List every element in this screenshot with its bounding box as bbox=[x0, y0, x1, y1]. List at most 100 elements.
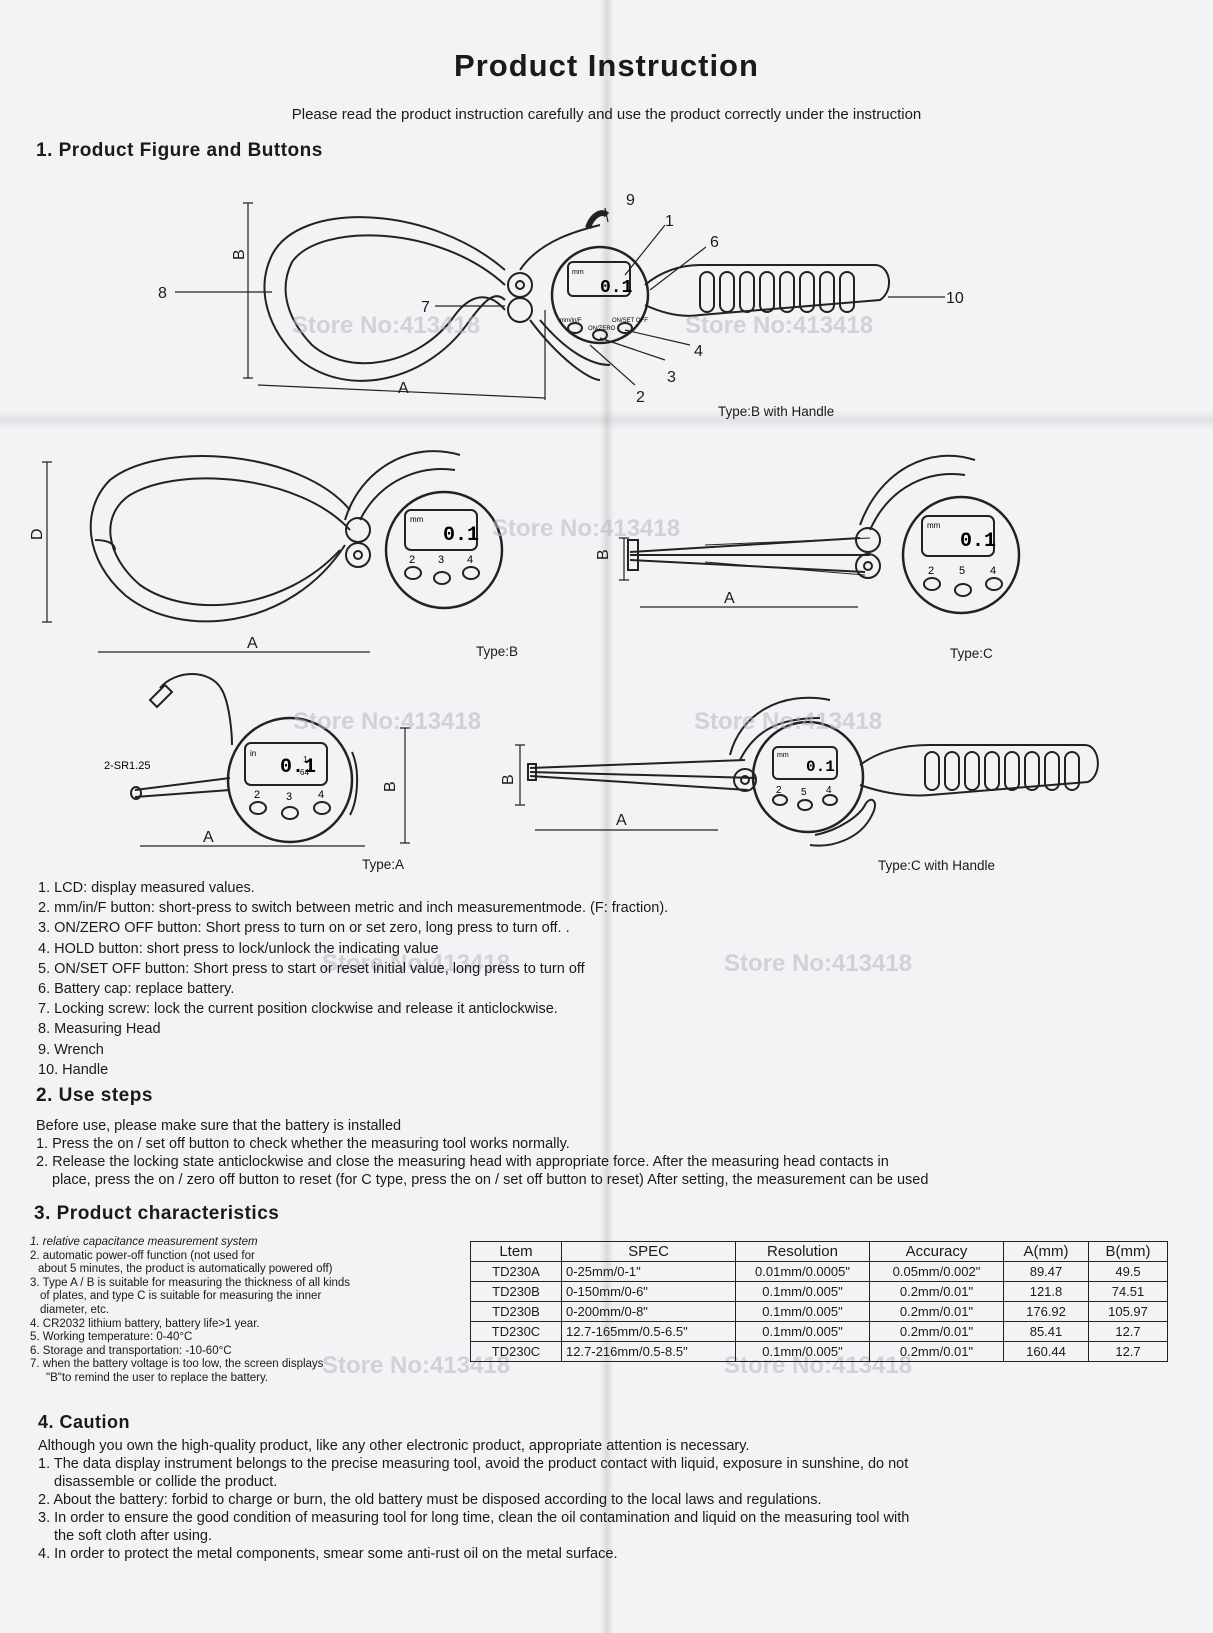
dim-label-a: A bbox=[203, 829, 214, 846]
list-item: 8. Measuring Head bbox=[38, 1021, 161, 1038]
figure-type-c-handle bbox=[515, 696, 1099, 847]
cell-accuracy: 0.2mm/0.01" bbox=[869, 1341, 1004, 1362]
list-item: 1. LCD: display measured values. bbox=[38, 880, 255, 896]
lcd-fraction-numerator: 1 bbox=[303, 755, 308, 764]
caution-item-4: 4. In order to protect the metal compone… bbox=[38, 1546, 618, 1562]
section-heading-figure: 1. Product Figure and Buttons bbox=[36, 140, 323, 161]
column-header-accuracy: Accuracy bbox=[869, 1241, 1004, 1262]
characteristics-list: 1. relative capacitance measurement syst… bbox=[30, 1236, 465, 1386]
button-number-3: 3 bbox=[286, 791, 292, 803]
button-text-on-zero: ON/ZERO bbox=[588, 326, 616, 332]
column-header-spec: SPEC bbox=[561, 1241, 736, 1262]
dim-label-a: A bbox=[247, 635, 258, 652]
figure-type-c bbox=[619, 454, 1021, 615]
button-number-2: 2 bbox=[928, 565, 934, 577]
dim-label-a: A bbox=[724, 590, 735, 607]
column-header-b-mm: B(mm) bbox=[1088, 1241, 1168, 1262]
cell-spec: 0-200mm/0-8" bbox=[561, 1301, 736, 1322]
dim-label-b: B bbox=[595, 549, 612, 560]
caution-item-1: 1. The data display instrument belongs t… bbox=[38, 1456, 909, 1472]
column-header-a-mm: A(mm) bbox=[1003, 1241, 1089, 1262]
caution-text: Although you own the high-quality produc… bbox=[38, 1437, 1178, 1563]
list-item: 9. Wrench bbox=[38, 1041, 104, 1058]
section-heading-use-steps: 2. Use steps bbox=[36, 1085, 153, 1106]
lcd-value: 0.1 bbox=[806, 758, 835, 776]
table-row: TD230C 12.7-165mm/0.5-6.5" 0.1mm/0.005" … bbox=[470, 1321, 1168, 1342]
cell-b-mm: 12.7 bbox=[1088, 1341, 1168, 1362]
lcd-value-fraction: 0.1 bbox=[280, 756, 316, 779]
cell-resolution: 0.1mm/0.005" bbox=[735, 1281, 870, 1302]
caption-type-c: Type:C bbox=[950, 646, 993, 661]
button-number-4: 4 bbox=[318, 789, 324, 801]
use-step-1: 1. Press the on / set off button to chec… bbox=[36, 1136, 570, 1152]
callout-9: 9 bbox=[626, 192, 635, 209]
product-figures: 9 1 6 8 7 10 4 3 2 A B A D A B A B A B m… bbox=[29, 192, 1099, 847]
list-item: diameter, etc. bbox=[40, 1303, 110, 1316]
list-item: 1. relative capacitance measurement syst… bbox=[30, 1236, 258, 1248]
spec-table: Ltem SPEC Resolution Accuracy A(mm) B(mm… bbox=[470, 1241, 1168, 1362]
list-item: 10. Handle bbox=[38, 1061, 109, 1078]
list-item: 7. Locking screw: lock the current posit… bbox=[38, 1001, 558, 1018]
button-number-4: 4 bbox=[467, 554, 473, 566]
list-item: 3. Type A / B is suitable for measuring … bbox=[30, 1276, 351, 1289]
list-item: 4. CR2032 lithium battery, battery life>… bbox=[30, 1317, 260, 1330]
figure-type-b-handle bbox=[175, 202, 945, 400]
list-item: 5. Working temperature: 0-40°C bbox=[30, 1331, 193, 1344]
caution-item-1-continued: disassemble or collide the product. bbox=[54, 1474, 278, 1490]
section-heading-caution: 4. Caution bbox=[38, 1412, 131, 1432]
page-title: Product Instruction bbox=[454, 48, 759, 83]
button-number-3: 3 bbox=[438, 554, 444, 566]
caption-type-a: Type:A bbox=[362, 857, 405, 872]
cell-b-mm: 12.7 bbox=[1088, 1321, 1168, 1342]
callout-7: 7 bbox=[421, 299, 430, 316]
table-row: TD230B 0-200mm/0-8" 0.1mm/0.005" 0.2mm/0… bbox=[470, 1301, 1168, 1322]
lcd-unit-mm: mm bbox=[927, 521, 941, 530]
store-watermark: Store No:413418 bbox=[492, 515, 681, 542]
dim-label-b: B bbox=[231, 249, 248, 260]
paper-fold-horizontal bbox=[0, 410, 1213, 430]
cell-accuracy: 0.05mm/0.002" bbox=[869, 1261, 1004, 1282]
cell-a-mm: 176.92 bbox=[1003, 1301, 1089, 1322]
measuring-head-label: 2-SR1.25 bbox=[104, 760, 150, 772]
buttons-description-list: 1. LCD: display measured values. 2. mm/i… bbox=[38, 878, 668, 1080]
callout-6: 6 bbox=[710, 234, 719, 251]
column-header-resolution: Resolution bbox=[735, 1241, 870, 1262]
store-watermark: Store No:413418 bbox=[292, 312, 481, 339]
cell-item: TD230C bbox=[470, 1321, 562, 1342]
lcd-fraction-denominator: 64 bbox=[300, 768, 309, 777]
lcd-unit-mm: mm bbox=[777, 752, 789, 759]
dim-label-b: B bbox=[500, 774, 517, 785]
list-item: 5. ON/SET OFF button: Short press to sta… bbox=[38, 960, 585, 977]
callout-8: 8 bbox=[158, 285, 167, 302]
page-subtitle: Please read the product instruction care… bbox=[291, 106, 922, 123]
caption-type-c-handle: Type:C with Handle bbox=[878, 858, 996, 873]
caption-type-b: Type:B bbox=[476, 644, 519, 659]
table-header-row: Ltem SPEC Resolution Accuracy A(mm) B(mm… bbox=[470, 1241, 1168, 1262]
cell-item: TD230B bbox=[470, 1301, 562, 1322]
dim-label-b: B bbox=[382, 781, 399, 792]
cell-resolution: 0.1mm/0.005" bbox=[735, 1321, 870, 1342]
list-item: 7. when the battery voltage is too low, … bbox=[30, 1358, 324, 1371]
column-header-item: Ltem bbox=[470, 1241, 562, 1262]
button-number-4: 4 bbox=[826, 785, 832, 796]
cell-item: TD230C bbox=[470, 1341, 562, 1362]
figure-type-b bbox=[42, 450, 504, 653]
lcd-unit-mm: mm bbox=[410, 515, 424, 524]
cell-spec: 12.7-216mm/0.5-8.5" bbox=[561, 1341, 736, 1362]
caption-type-b-handle: Type:B with Handle bbox=[718, 404, 835, 419]
button-number-4: 4 bbox=[990, 565, 996, 577]
caution-item-3: 3. In order to ensure the good condition… bbox=[38, 1510, 910, 1526]
use-step-2: 2. Release the locking state anticlockwi… bbox=[36, 1154, 889, 1170]
list-item: "B"to remind the user to replace the bat… bbox=[46, 1371, 269, 1384]
cell-spec: 0-25mm/0-1" bbox=[561, 1261, 736, 1282]
button-number-2: 2 bbox=[254, 789, 260, 801]
lcd-unit-mm: mm bbox=[572, 269, 584, 276]
use-step-2-continued: place, press the on / zero off button to… bbox=[52, 1172, 929, 1188]
list-item: 2. automatic power-off function (not use… bbox=[30, 1249, 255, 1262]
cell-resolution: 0.1mm/0.005" bbox=[735, 1301, 870, 1322]
list-item: 2. mm/in/F button: short-press to switch… bbox=[38, 900, 669, 917]
store-watermark: Store No:413418 bbox=[685, 312, 874, 339]
callout-10: 10 bbox=[946, 290, 964, 307]
button-text-mm-in-f: mm/in/F bbox=[560, 318, 582, 324]
